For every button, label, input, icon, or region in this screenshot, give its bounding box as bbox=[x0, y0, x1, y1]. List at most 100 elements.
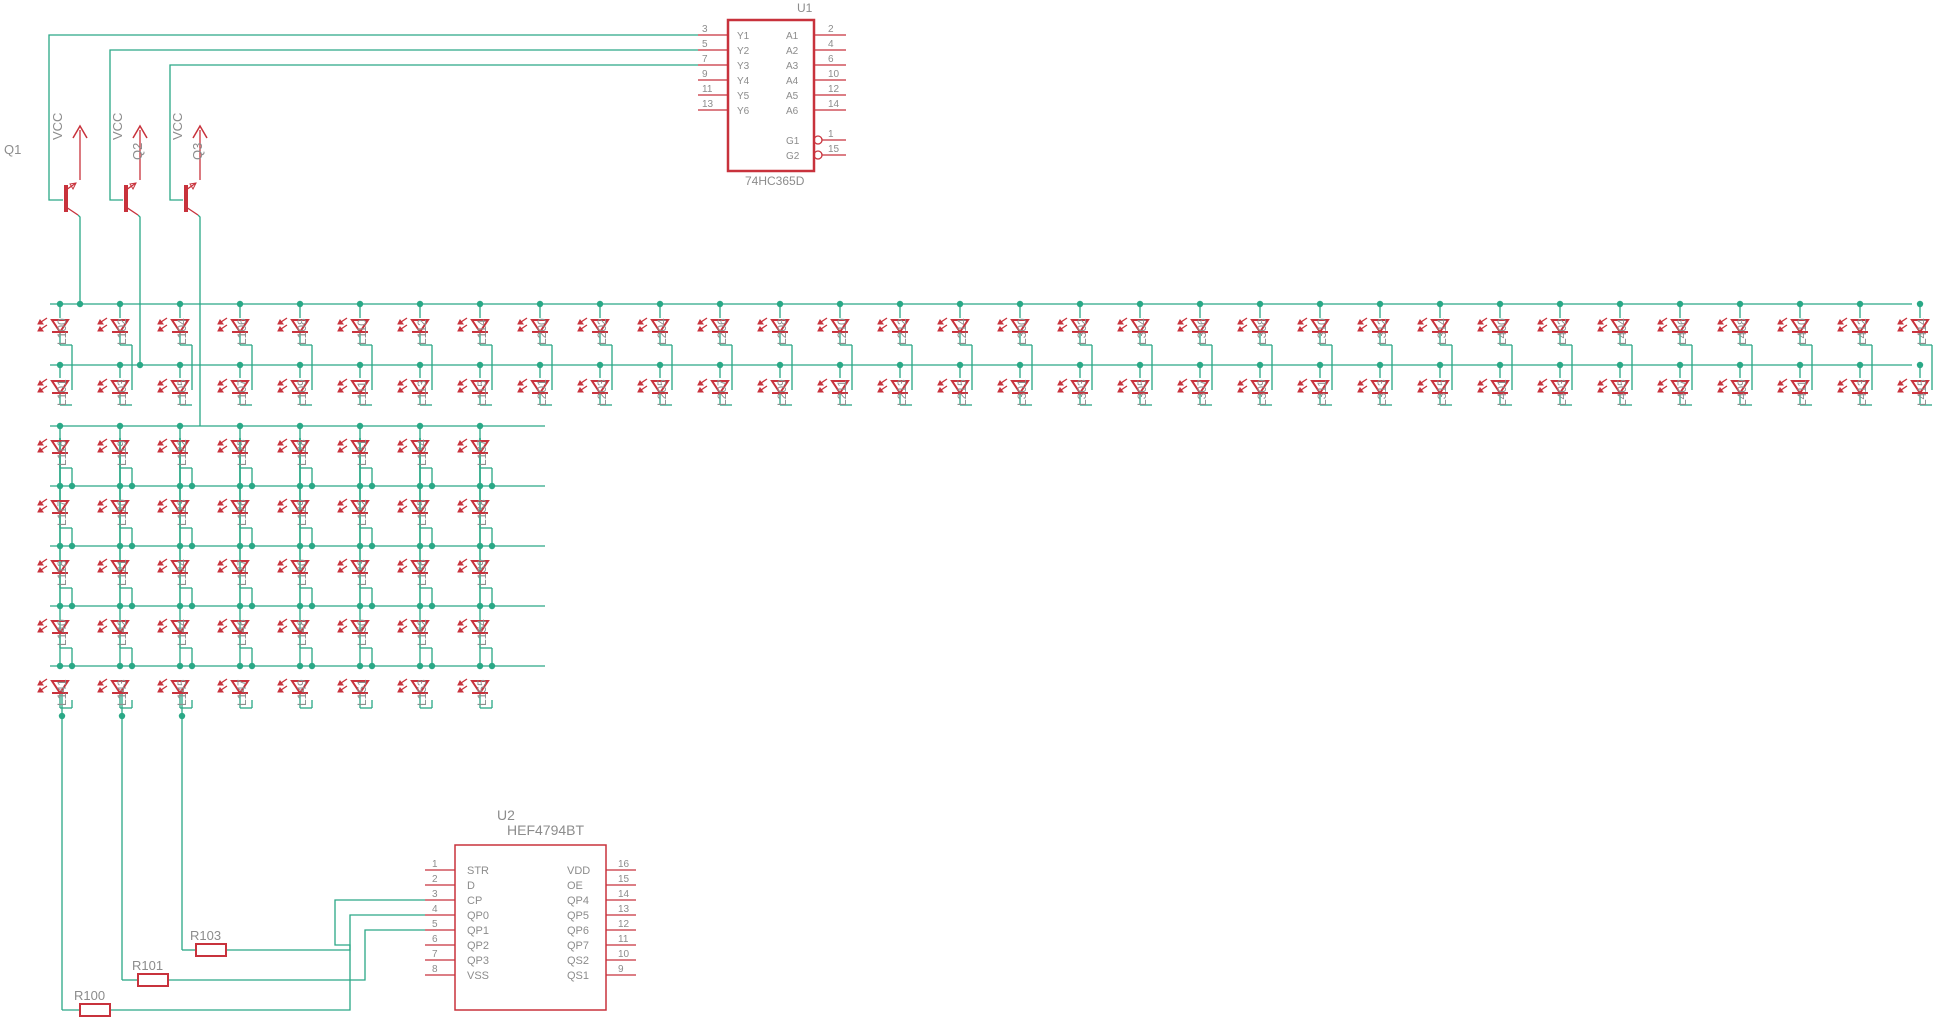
led-arrow-head bbox=[217, 620, 224, 626]
led-triangle bbox=[1190, 319, 1210, 334]
led-arrow-head bbox=[937, 380, 944, 386]
led-arrow-head bbox=[37, 680, 44, 686]
led-triangle bbox=[470, 319, 490, 334]
led-triangle bbox=[170, 680, 190, 695]
led-label: L315 bbox=[1435, 379, 1449, 406]
led-triangle bbox=[1550, 319, 1570, 334]
junction-dot bbox=[236, 602, 244, 610]
led-l122: L122 bbox=[157, 438, 190, 466]
u2-body bbox=[454, 844, 607, 1011]
u2-left-pin-number: 3 bbox=[432, 889, 438, 900]
led-label: L100 bbox=[55, 318, 69, 345]
led-arrow-head bbox=[1837, 380, 1844, 386]
led-label: L412 bbox=[1855, 318, 1869, 345]
led-arrow-head bbox=[457, 680, 464, 686]
led-l129: L129 bbox=[277, 498, 310, 526]
junction-dot bbox=[356, 482, 364, 490]
junction-dot bbox=[416, 602, 424, 610]
led-l409: L409 bbox=[1717, 378, 1750, 406]
led-triangle bbox=[290, 680, 310, 695]
led-arrow-head bbox=[1897, 326, 1904, 332]
u2-right-pin-number: 13 bbox=[618, 904, 630, 915]
led-triangle bbox=[890, 319, 910, 334]
led-arrow-head bbox=[397, 567, 404, 573]
led-l150: L150 bbox=[337, 618, 370, 646]
led-triangle bbox=[110, 440, 130, 455]
led-triangle bbox=[710, 319, 730, 334]
led-arrow-head bbox=[457, 447, 464, 453]
led-arrow-head bbox=[157, 440, 164, 446]
u1-right-pin-name: A6 bbox=[786, 106, 799, 117]
led-label: L153 bbox=[415, 679, 429, 706]
led-arrow-head bbox=[217, 319, 224, 325]
led-label: L215 bbox=[955, 379, 969, 406]
resistor-body bbox=[79, 1003, 111, 1017]
junction-dot bbox=[308, 602, 316, 610]
u2-right-pin-name: OE bbox=[567, 880, 583, 892]
junction-dot bbox=[596, 361, 604, 369]
led-l126: L126 bbox=[217, 498, 250, 526]
led-triangle bbox=[290, 440, 310, 455]
led-arrow-head bbox=[1597, 319, 1604, 325]
led-triangle bbox=[1190, 380, 1210, 395]
led-triangle bbox=[530, 380, 550, 395]
led-arrow-head bbox=[277, 680, 284, 686]
led-arrow-head bbox=[217, 387, 224, 393]
led-arrow-head bbox=[997, 326, 1004, 332]
led-arrow-head bbox=[457, 319, 464, 325]
led-arrow-head bbox=[1477, 326, 1484, 332]
led-label: L154 bbox=[475, 619, 489, 646]
led-triangle bbox=[470, 560, 490, 575]
led-arrow-head bbox=[817, 380, 824, 386]
u2-right-pin-number: 12 bbox=[618, 919, 630, 930]
led-arrow-head bbox=[157, 447, 164, 453]
led-label: L101 bbox=[55, 379, 69, 406]
junction-dot bbox=[836, 300, 844, 308]
led-l206: L206 bbox=[697, 317, 730, 345]
junction-dot bbox=[116, 482, 124, 490]
led-label: L139 bbox=[475, 559, 489, 586]
junction-dot bbox=[716, 300, 724, 308]
led-label: L107 bbox=[235, 379, 249, 406]
u2-left-pin-name: VSS bbox=[467, 970, 489, 982]
led-l302: L302 bbox=[1057, 317, 1090, 345]
u2-left-pin-name: QP1 bbox=[467, 925, 489, 937]
led-arrow-head bbox=[217, 567, 224, 573]
led-triangle bbox=[50, 680, 70, 695]
led-l142: L142 bbox=[97, 618, 130, 646]
led-label: L113 bbox=[415, 380, 429, 406]
led-label: L200 bbox=[535, 318, 549, 345]
led-arrow-head bbox=[337, 447, 344, 453]
led-arrow-head bbox=[457, 500, 464, 506]
led-l133: L133 bbox=[337, 558, 370, 586]
junction-dot bbox=[136, 361, 144, 369]
junction-dot bbox=[56, 602, 64, 610]
led-triangle bbox=[1730, 380, 1750, 395]
junction-dot bbox=[296, 602, 304, 610]
led-l137: L137 bbox=[457, 438, 490, 466]
led-triangle bbox=[50, 380, 70, 395]
junction-dot bbox=[656, 361, 664, 369]
led-label: L309 bbox=[1255, 379, 1269, 406]
led-label: L125 bbox=[235, 439, 249, 466]
junction-dot bbox=[368, 662, 376, 670]
junction-dot bbox=[236, 482, 244, 490]
led-l415: L415 bbox=[1897, 378, 1930, 406]
junction-dot bbox=[116, 361, 124, 369]
led-arrow-head bbox=[577, 380, 584, 386]
led-triangle bbox=[410, 560, 430, 575]
led-arrow-head bbox=[1837, 387, 1844, 393]
led-arrow-head bbox=[337, 507, 344, 513]
led-triangle bbox=[50, 440, 70, 455]
u1-left-pin-number: 5 bbox=[702, 39, 708, 50]
led-l107: L107 bbox=[217, 378, 250, 406]
led-label: L115 bbox=[475, 380, 489, 406]
u1-chip bbox=[698, 18, 846, 173]
junction-dot bbox=[296, 361, 304, 369]
led-label: L312 bbox=[1375, 318, 1389, 345]
led-arrow-head bbox=[997, 387, 1004, 393]
led-label: L130 bbox=[295, 559, 309, 586]
led-l154: L154 bbox=[457, 618, 490, 646]
led-arrow-head bbox=[217, 627, 224, 633]
led-l147: L147 bbox=[217, 678, 250, 706]
